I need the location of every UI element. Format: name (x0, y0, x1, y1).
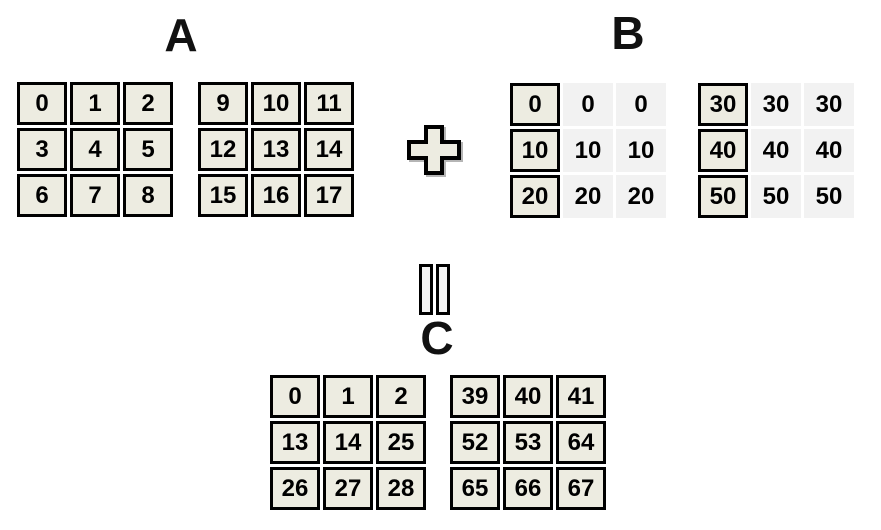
matrix-c-cell: 52 (450, 421, 500, 464)
matrix-a-cell: 7 (70, 174, 120, 217)
matrix-b-cell: 50 (698, 175, 748, 218)
matrix-a-cell: 16 (251, 174, 301, 217)
matrix-a-cell: 10 (251, 82, 301, 125)
matrix-a-cell: 14 (304, 128, 354, 171)
matrix-b-broadcast-cell: 50 (751, 175, 801, 218)
matrix-b-broadcast-cell: 50 (804, 175, 854, 218)
matrix-b-broadcast-cell: 40 (804, 129, 854, 172)
matrix-a-cell: 4 (70, 128, 120, 171)
matrix-c-cell: 0 (270, 375, 320, 418)
matrix-c-cell: 41 (556, 375, 606, 418)
matrix-a-cell: 2 (123, 82, 173, 125)
matrix-a-cell: 15 (198, 174, 248, 217)
matrix-c-block-2: 39 40 41 52 53 64 65 66 67 (450, 375, 606, 510)
equals-bar (419, 264, 433, 315)
matrix-c-cell: 27 (323, 467, 373, 510)
matrix-a-block-2: 9 10 11 12 13 14 15 16 17 (198, 82, 354, 217)
matrix-b-broadcast-cell: 10 (563, 129, 613, 172)
matrix-c-cell: 26 (270, 467, 320, 510)
matrix-a-cell: 5 (123, 128, 173, 171)
matrix-c-cell: 25 (376, 421, 426, 464)
matrix-c-cell: 65 (450, 467, 500, 510)
matrix-b-cell: 10 (510, 129, 560, 172)
matrix-c-cell: 66 (503, 467, 553, 510)
matrix-b-broadcast-cell: 30 (751, 83, 801, 126)
matrix-a-cell: 17 (304, 174, 354, 217)
matrix-c-cell: 2 (376, 375, 426, 418)
matrix-b-cell: 20 (510, 175, 560, 218)
matrix-b-cell: 0 (510, 83, 560, 126)
matrix-a-block-1: 0 1 2 3 4 5 6 7 8 (17, 82, 173, 217)
equals-bar (436, 264, 450, 315)
matrix-c-block-1: 0 1 2 13 14 25 26 27 28 (270, 375, 426, 510)
matrix-b-broadcast-cell: 10 (616, 129, 666, 172)
matrix-a-cell: 11 (304, 82, 354, 125)
matrix-c-cell: 13 (270, 421, 320, 464)
matrix-a-cell: 1 (70, 82, 120, 125)
matrix-a-cell: 9 (198, 82, 248, 125)
matrix-a-cell: 3 (17, 128, 67, 171)
matrix-a-cell: 12 (198, 128, 248, 171)
matrix-b-broadcast-cell: 0 (616, 83, 666, 126)
matrix-c-cell: 1 (323, 375, 373, 418)
matrix-a-cell: 13 (251, 128, 301, 171)
matrix-b-broadcast-cell: 20 (616, 175, 666, 218)
matrix-c-cell: 14 (323, 421, 373, 464)
matrix-a-cell: 8 (123, 174, 173, 217)
matrix-c-cell: 28 (376, 467, 426, 510)
matrix-c-cell: 39 (450, 375, 500, 418)
label-b: B (611, 7, 645, 59)
matrix-c-cell: 67 (556, 467, 606, 510)
matrix-b-cell: 30 (698, 83, 748, 126)
matrix-c-cell: 64 (556, 421, 606, 464)
matrix-b-broadcast-cell: 40 (751, 129, 801, 172)
matrix-b-broadcast-cell: 20 (563, 175, 613, 218)
matrix-b-broadcast-cell: 0 (563, 83, 613, 126)
label-a: A (164, 9, 198, 61)
matrix-b-block-1: 0 0 0 10 10 10 20 20 20 (510, 83, 666, 218)
matrix-a-cell: 0 (17, 82, 67, 125)
matrix-b-broadcast-cell: 30 (804, 83, 854, 126)
equals-icon (419, 264, 450, 315)
plus-icon (405, 125, 463, 175)
label-c: C (420, 312, 454, 364)
matrix-b-cell: 40 (698, 129, 748, 172)
matrix-a-cell: 6 (17, 174, 67, 217)
matrix-b-block-2: 30 30 30 40 40 40 50 50 50 (698, 83, 854, 218)
matrix-c-cell: 53 (503, 421, 553, 464)
matrix-c-cell: 40 (503, 375, 553, 418)
